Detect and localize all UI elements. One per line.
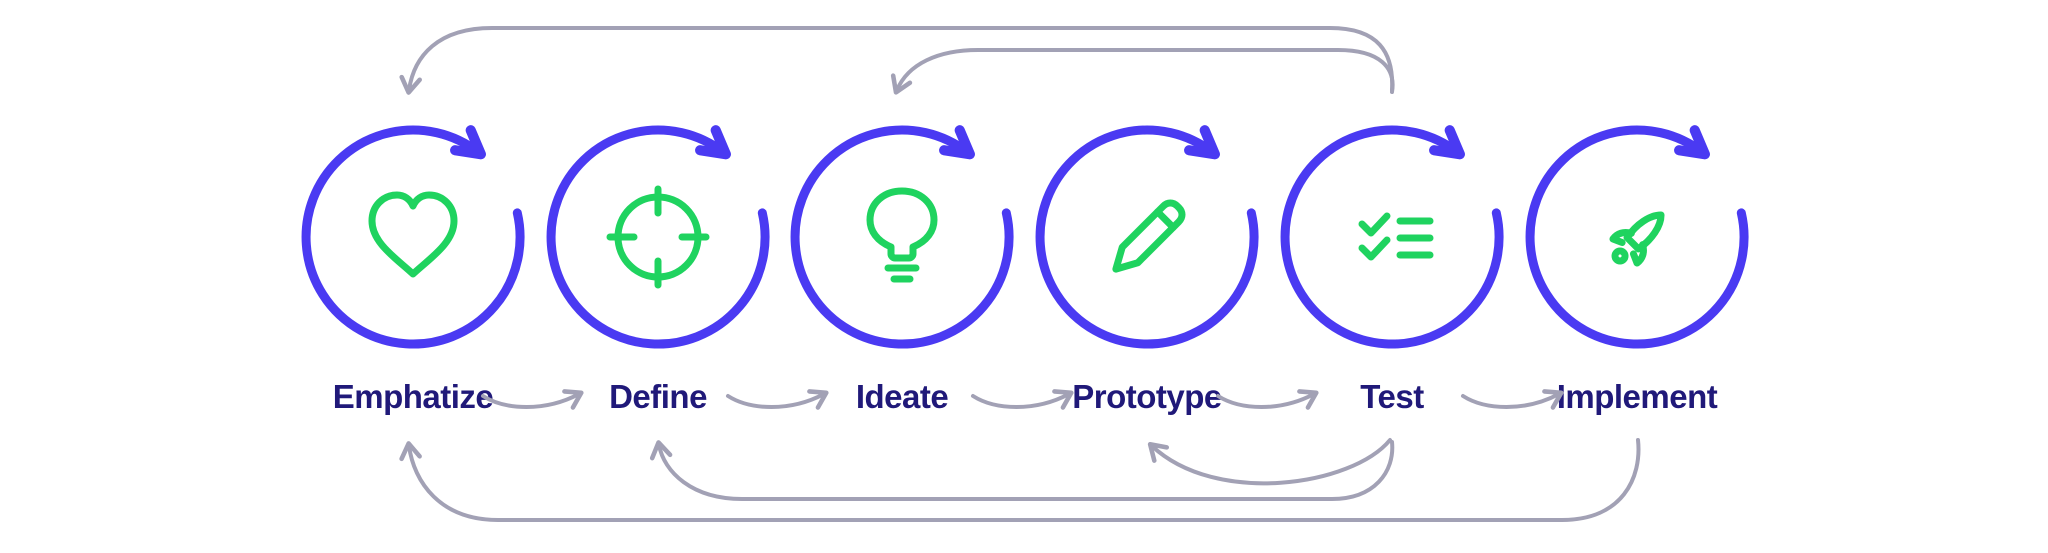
stage-ideate: Ideate — [790, 125, 1014, 415]
cycle-arrow-circle — [301, 125, 525, 349]
feedback-arrow-test-to-prototype — [1147, 438, 1392, 486]
cycle-arrow-circle — [1035, 125, 1259, 349]
feedback-arrow-implement-to-emphatize — [399, 438, 1641, 522]
stage-test: Test — [1280, 125, 1504, 415]
forward-connector-ideate-prototype — [971, 389, 1074, 410]
rocket-icon — [1609, 211, 1665, 267]
stage-emphatize: Emphatize — [301, 125, 525, 415]
forward-connector-define-ideate — [726, 389, 829, 410]
cycle-arrow-circle — [1280, 125, 1504, 349]
lightbulb-icon — [866, 187, 938, 283]
feedback-arrow-test-to-define — [649, 440, 1395, 501]
heart-icon — [368, 191, 458, 278]
stage-label-test: Test — [1360, 378, 1424, 415]
pencil-icon — [1112, 199, 1186, 273]
stage-define: Define — [546, 125, 770, 415]
forward-connector-emphatize-define — [481, 389, 584, 410]
stage-label-implement: Implement — [1557, 378, 1718, 415]
feedback-arrow-test-to-ideate — [890, 48, 1395, 95]
cycle-arrow-circle — [790, 125, 1014, 349]
stage-label-prototype: Prototype — [1072, 378, 1222, 415]
stage-label-emphatize: Emphatize — [333, 378, 494, 415]
cycle-arrow-circle — [1525, 125, 1749, 349]
stage-implement: Implement — [1525, 125, 1749, 415]
checklist-icon — [1358, 212, 1434, 261]
forward-connector-test-implement — [1461, 389, 1564, 410]
stage-prototype: Prototype — [1035, 125, 1259, 415]
feedback-arrow-test-to-emphatize — [399, 26, 1395, 95]
stage-label-ideate: Ideate — [856, 378, 949, 415]
stage-label-define: Define — [609, 378, 707, 415]
target-icon — [606, 185, 710, 289]
cycle-arrow-circle — [546, 125, 770, 349]
forward-connector-prototype-test — [1216, 389, 1319, 410]
